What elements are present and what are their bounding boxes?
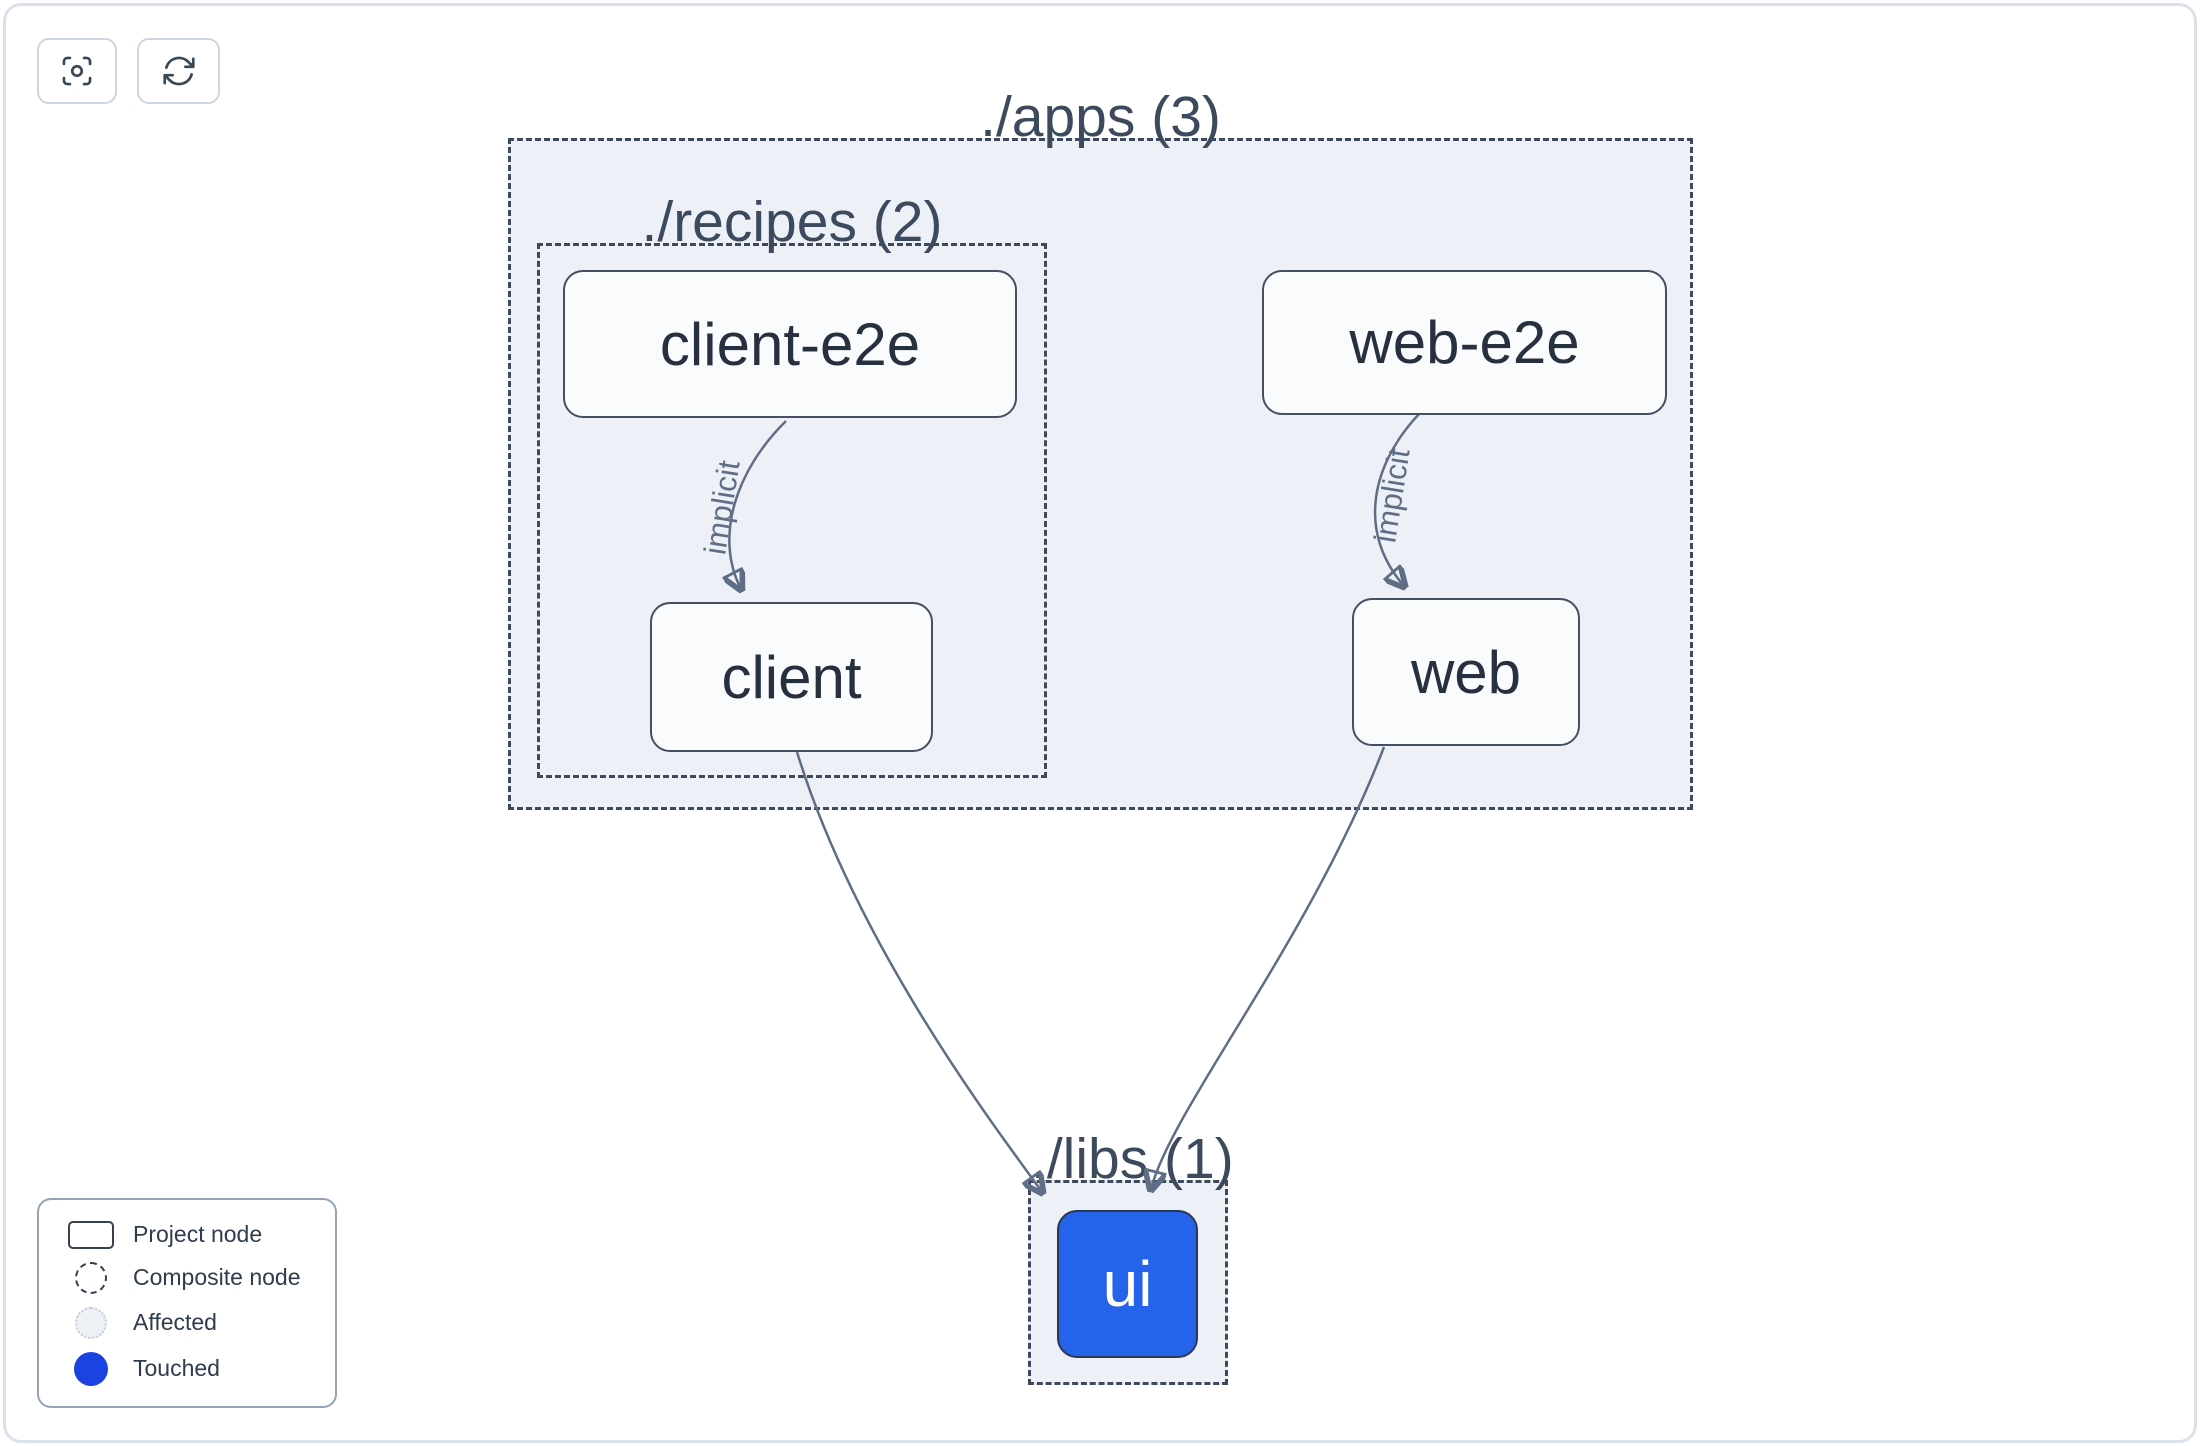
refresh-button[interactable] xyxy=(137,38,220,104)
group-libs-title: ./libs (1) xyxy=(1031,1126,1234,1191)
edge-client-ui xyxy=(795,751,1042,1192)
legend-label: Project node xyxy=(133,1221,263,1247)
group-apps-title: ./apps (3) xyxy=(980,84,1221,149)
project-node-swatch xyxy=(68,1220,114,1249)
touched-swatch xyxy=(74,1351,108,1386)
legend-label: Composite node xyxy=(133,1264,301,1290)
legend-item-touched: Touched xyxy=(39,1351,335,1386)
legend-item-composite-node: Composite node xyxy=(39,1261,335,1294)
node-web-e2e[interactable]: web-e2e xyxy=(1262,270,1667,415)
refresh-icon xyxy=(162,56,195,86)
viewfinder-icon xyxy=(62,56,92,86)
legend-label: Affected xyxy=(133,1309,217,1335)
focus-button[interactable] xyxy=(37,38,117,104)
composite-group-recipes[interactable]: ./recipes (2) xyxy=(537,190,1047,778)
legend-label: Touched xyxy=(133,1355,220,1381)
composite-node-swatch xyxy=(75,1261,107,1294)
node-web[interactable]: web xyxy=(1352,598,1580,746)
node-ui-touched[interactable]: ui xyxy=(1057,1210,1198,1358)
legend-panel: Project node Composite node Affected Tou… xyxy=(37,1198,337,1408)
affected-swatch xyxy=(75,1306,107,1339)
group-recipes-title: ./recipes (2) xyxy=(641,189,943,254)
legend-item-project-node: Project node xyxy=(39,1220,335,1249)
node-client-e2e[interactable]: client-e2e xyxy=(563,270,1017,418)
edge-web-ui xyxy=(1151,746,1386,1189)
legend-item-affected: Affected xyxy=(39,1306,335,1339)
node-client[interactable]: client xyxy=(650,602,933,752)
